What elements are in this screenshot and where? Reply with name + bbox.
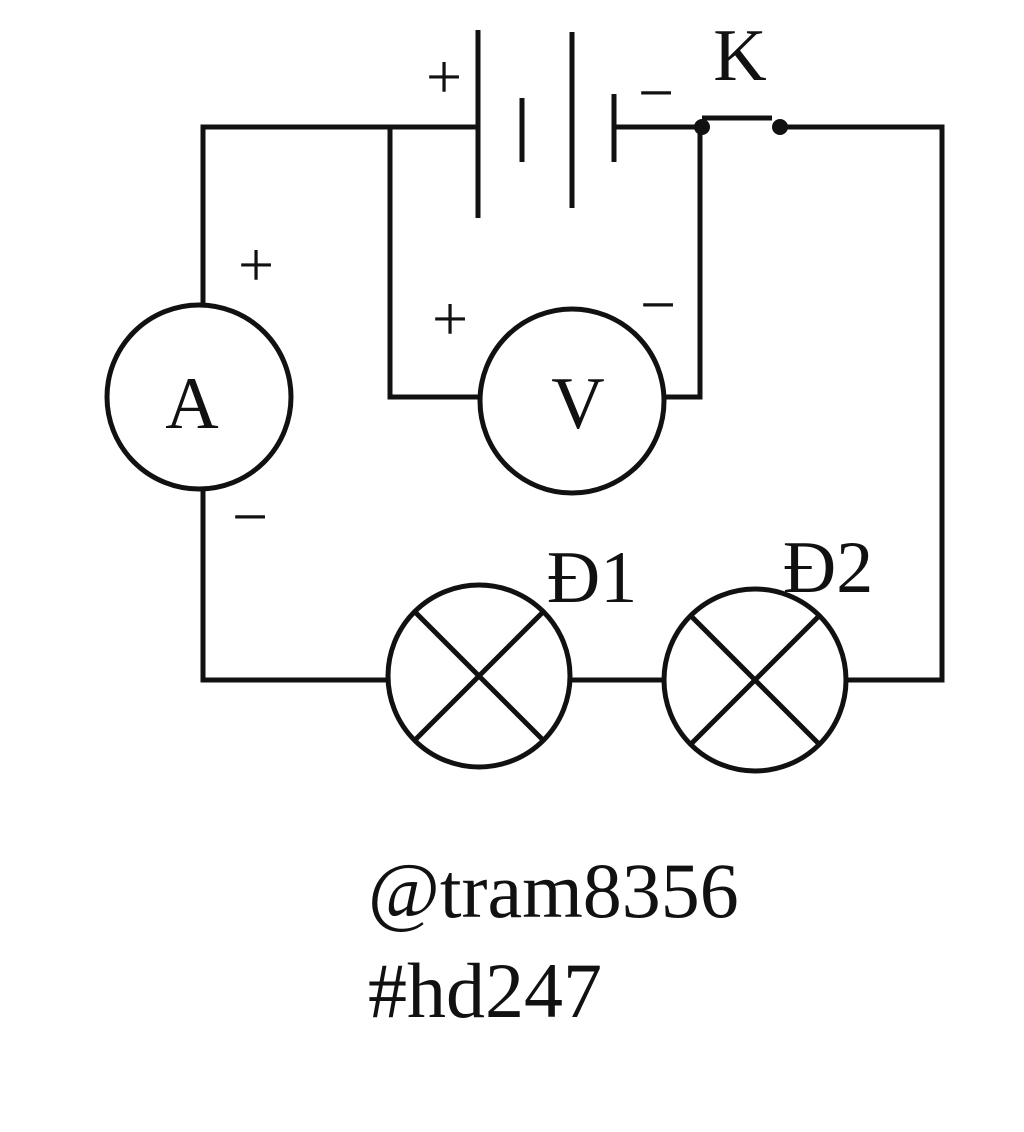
- battery-plus-sign: +: [426, 41, 462, 112]
- caption-line-2: #hd247: [368, 947, 602, 1034]
- switch-k: [694, 115, 788, 135]
- voltmeter: V: [477, 306, 667, 496]
- ammeter-circle: [104, 302, 294, 492]
- voltmeter-minus-sign: −: [640, 269, 676, 340]
- voltmeter-label: V: [551, 363, 604, 445]
- lamp-1-cross-b: [413, 610, 545, 742]
- wire-top-left: [200, 124, 481, 305]
- battery-minus-sign: −: [638, 57, 674, 128]
- wire-right: [777, 124, 945, 683]
- ammeter: A: [104, 302, 294, 492]
- switch-label: K: [713, 15, 766, 97]
- voltmeter-circle: [477, 306, 667, 496]
- caption-line-1: @tram8356: [368, 847, 739, 934]
- wires: [200, 124, 945, 683]
- wire-voltmeter-left: [387, 124, 483, 400]
- lamp-2-circle: [661, 586, 849, 774]
- battery-symbol: [475, 30, 617, 218]
- lamp-2: [661, 586, 849, 774]
- lamp-2-cross-b: [689, 614, 821, 746]
- wire-voltmeter-right: [661, 124, 703, 400]
- switch-terminal-right: [772, 119, 788, 135]
- ammeter-plus-sign: +: [238, 229, 274, 300]
- lamp-2-label: Đ2: [783, 527, 873, 609]
- ammeter-label: A: [165, 363, 218, 445]
- lamp-1: [385, 582, 573, 770]
- wire-left-bottom: [200, 487, 391, 683]
- switch-terminal-left: [694, 119, 710, 135]
- lamp-1-circle: [385, 582, 573, 770]
- voltmeter-plus-sign: +: [432, 283, 468, 354]
- lamp-1-label: Đ1: [547, 537, 637, 619]
- ammeter-minus-sign: −: [232, 481, 268, 552]
